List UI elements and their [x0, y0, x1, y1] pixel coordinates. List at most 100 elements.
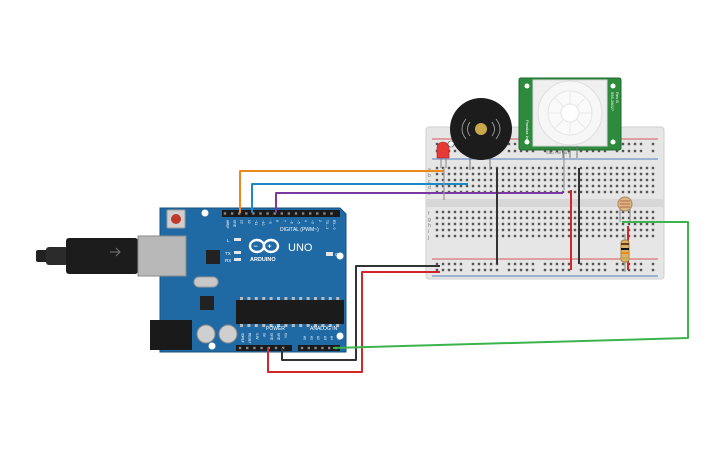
breadboard-hole — [561, 216, 565, 220]
header-pin[interactable] — [307, 346, 310, 350]
header-pin[interactable] — [246, 346, 249, 350]
digital-pin-label: ~10 — [261, 220, 265, 226]
header-pin[interactable] — [253, 346, 256, 350]
breadboard-hole — [441, 234, 445, 238]
photoresistor[interactable] — [617, 196, 633, 222]
header-pin[interactable] — [287, 212, 291, 215]
breadboard-hole — [633, 149, 637, 153]
breadboard-hole — [567, 190, 571, 194]
header-pin[interactable] — [238, 346, 242, 350]
breadboard-hole — [447, 210, 451, 214]
breadboard-hole — [561, 268, 565, 272]
breadboard-hole — [531, 234, 535, 238]
digital-pin-label: ~11 — [254, 220, 258, 225]
header-pin[interactable] — [316, 212, 319, 215]
header-pin[interactable] — [238, 212, 241, 215]
breadboard-hole — [435, 216, 439, 220]
breadboard-hole — [447, 172, 451, 176]
breadboard-hole — [453, 216, 457, 220]
header-pin[interactable] — [245, 212, 248, 215]
row-letter: i — [428, 229, 429, 235]
breadboard-hole — [651, 210, 655, 214]
breadboard-hole — [453, 222, 457, 226]
breadboard-hole — [477, 178, 481, 182]
header-pin[interactable] — [273, 212, 276, 215]
header-pin[interactable] — [274, 346, 278, 350]
chip-leg — [284, 324, 288, 327]
breadboard-hole — [609, 234, 613, 238]
resistor[interactable] — [620, 234, 630, 272]
header-pin[interactable] — [323, 212, 326, 215]
reset-button[interactable] — [166, 209, 186, 229]
analog-pin-label: A5 — [337, 336, 341, 340]
breadboard-hole — [459, 234, 463, 238]
breadboard-hole — [651, 184, 655, 188]
header-pin[interactable] — [328, 346, 331, 350]
breadboard-hole — [633, 178, 637, 182]
breadboard-hole — [633, 210, 637, 214]
breadboard-hole — [525, 262, 529, 266]
header-pin[interactable] — [252, 212, 255, 215]
breadboard-hole — [525, 234, 529, 238]
breadboard-hole — [465, 166, 469, 170]
header-pin[interactable] — [260, 346, 263, 350]
breadboard-hole — [573, 222, 577, 226]
chip-leg — [321, 297, 325, 300]
breadboard-hole — [459, 166, 463, 170]
breadboard-hole — [651, 172, 655, 176]
breadboard-hole — [615, 216, 619, 220]
header-pin[interactable] — [314, 346, 317, 350]
breadboard-hole — [477, 216, 481, 220]
red-led[interactable] — [436, 141, 450, 168]
header-pin[interactable] — [330, 212, 333, 215]
pir-motion-sensor[interactable]: Parallax Inc. 555-28027 Rev B GND +5V OU… — [518, 77, 622, 158]
pir-right-text-rev: Rev B — [615, 92, 620, 103]
breadboard-hole — [549, 172, 553, 176]
header-pin[interactable] — [280, 212, 283, 215]
breadboard-hole — [537, 172, 541, 176]
chip-leg — [254, 324, 258, 327]
header-pin[interactable] — [309, 212, 312, 215]
breadboard-hole — [585, 216, 589, 220]
header-pin[interactable] — [230, 212, 234, 215]
header-pin[interactable] — [266, 212, 269, 215]
breadboard-hole — [615, 190, 619, 194]
breadboard-hole — [489, 228, 493, 232]
breadboard-hole — [603, 222, 607, 226]
breadboard-hole — [525, 228, 529, 232]
crystal — [193, 276, 219, 288]
chip-leg — [277, 297, 280, 300]
piezo-buzzer[interactable] — [447, 98, 512, 170]
breadboard-hole — [513, 210, 517, 214]
mounting-hole — [610, 83, 616, 89]
breadboard-hole — [633, 262, 637, 266]
breadboard-hole — [603, 172, 607, 176]
breadboard-hole — [471, 184, 475, 188]
header-pin[interactable] — [223, 212, 227, 215]
breadboard-hole — [585, 190, 589, 194]
digital-pin-label: ~3 — [311, 220, 315, 224]
header-pin[interactable] — [301, 212, 305, 215]
breadboard-hole — [597, 172, 601, 176]
header-pin[interactable] — [282, 346, 285, 350]
wires[interactable] — [239, 150, 689, 373]
breadboard-hole — [543, 178, 547, 182]
breadboard-hole — [627, 190, 631, 194]
breadboard-hole — [507, 142, 511, 146]
breadboard[interactable]: a b c d e f g h i j — [425, 126, 665, 280]
breadboard-hole — [597, 184, 601, 188]
header-pin[interactable] — [294, 212, 298, 215]
breadboard-hole — [501, 222, 505, 226]
row-letter: c — [428, 179, 431, 185]
breadboard-hole — [507, 178, 511, 182]
digital-pin-label: GND — [233, 220, 237, 228]
header-pin[interactable] — [321, 346, 324, 350]
breadboard-hole — [471, 262, 475, 266]
usb-port — [137, 235, 187, 277]
header-pin[interactable] — [259, 212, 262, 215]
breadboard-hole — [639, 228, 643, 232]
header-pin[interactable] — [300, 346, 304, 350]
